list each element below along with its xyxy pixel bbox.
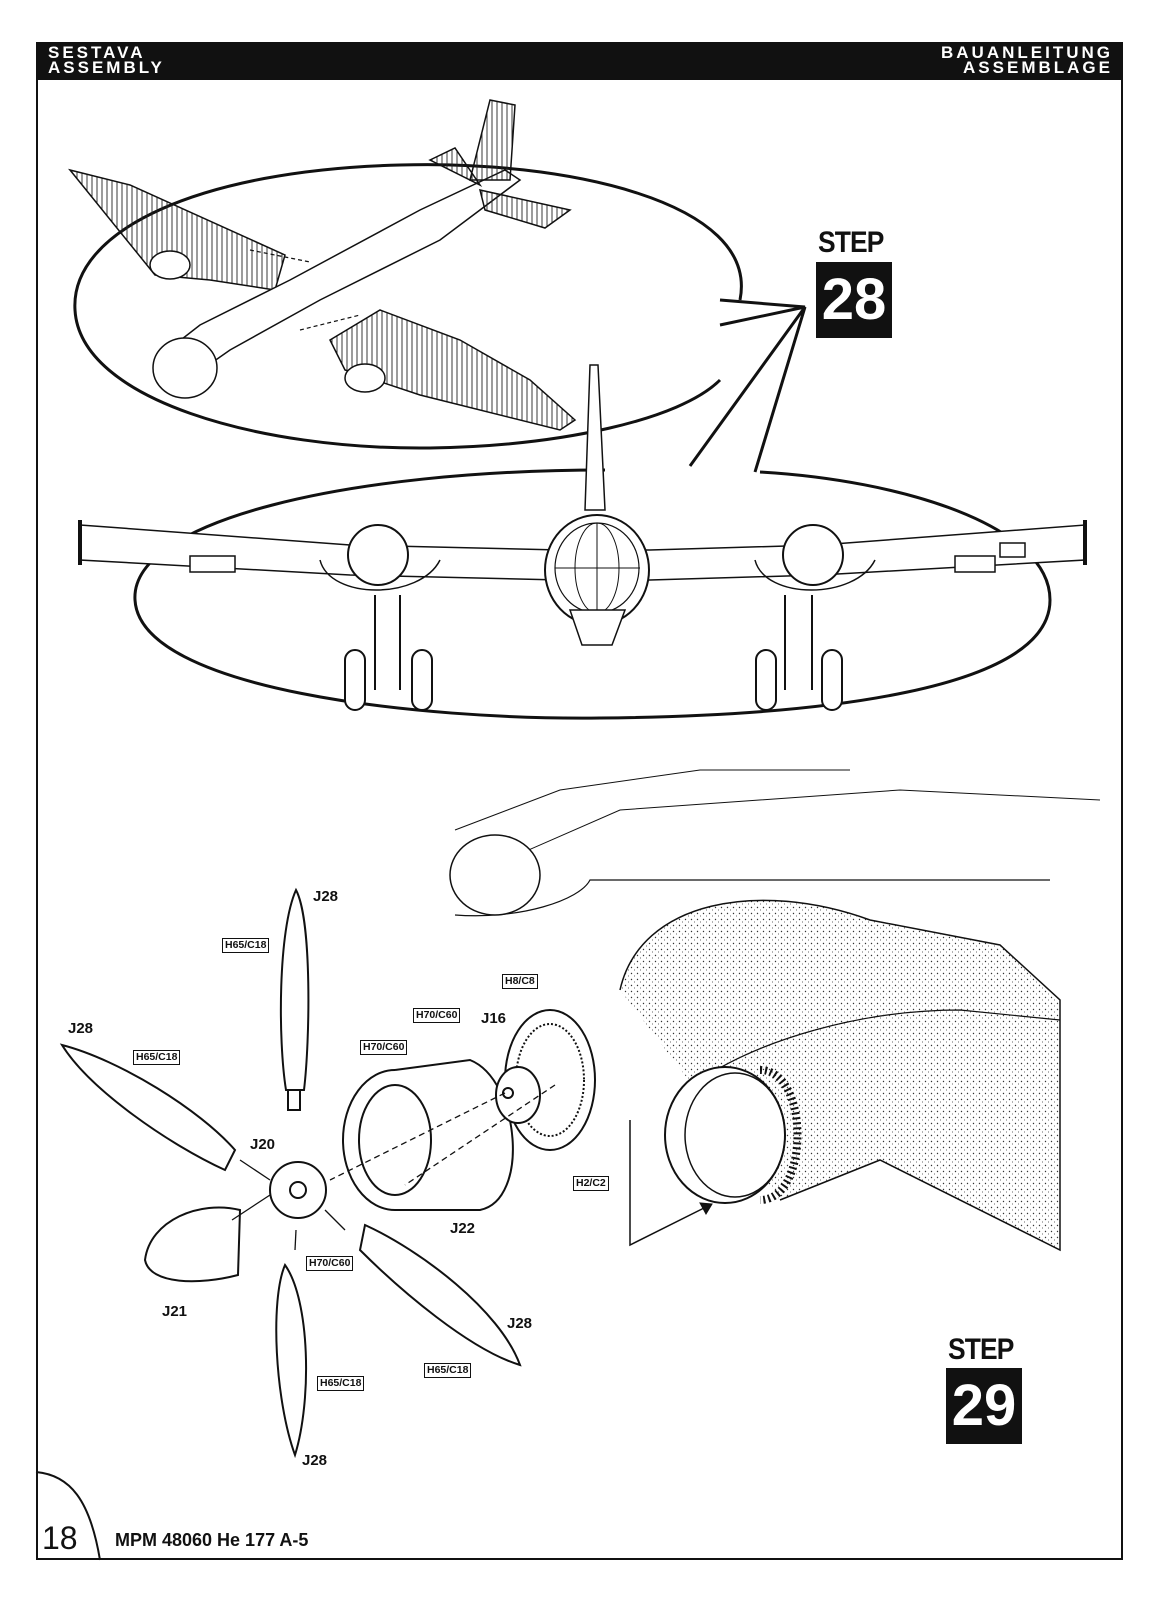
part-label-j16: J16 — [481, 1010, 507, 1027]
part-box-h70-spinner: H70/C60 — [306, 1256, 354, 1271]
header-right-line1: BAUANLEITUNG — [941, 43, 1113, 62]
header-left: SESTAVA ASSEMBLY — [48, 43, 165, 77]
header-left-line1: SESTAVA — [48, 43, 146, 62]
step29-propeller-parts — [59, 887, 596, 1459]
step29-wing-nacelle — [449, 769, 1101, 1252]
part-label-j28-top: J28 — [313, 888, 339, 905]
footer-title: MPM 48060 He 177 A-5 — [115, 1530, 309, 1550]
part-label-j28-bottom: J28 — [302, 1452, 328, 1469]
header-left-line2: ASSEMBLY — [48, 58, 165, 77]
part-label-j22: J22 — [450, 1220, 476, 1237]
step29-label: STEP — [948, 1333, 1014, 1366]
part-box-h70-cowl: H70/C60 — [360, 1040, 408, 1055]
part-box-h65-bottom: H65/C18 — [317, 1376, 365, 1391]
step28-exploded-view — [68, 99, 806, 450]
step28-number: 28 — [816, 262, 892, 338]
header-right: BAUANLEITUNG ASSEMBLAGE — [941, 43, 1113, 77]
page-number: 18 — [42, 1520, 78, 1556]
header-right-line2: ASSEMBLAGE — [963, 58, 1113, 77]
step28-front-view — [78, 306, 1087, 720]
part-box-h65-left: H65/C18 — [133, 1050, 181, 1065]
part-label-j28-right: J28 — [507, 1315, 533, 1332]
part-box-h70-j16: H70/C60 — [413, 1008, 461, 1023]
part-label-j28-left: J28 — [68, 1020, 94, 1037]
part-box-h65-top: H65/C18 — [222, 938, 270, 953]
part-box-h65-right: H65/C18 — [424, 1363, 472, 1378]
step29-number: 29 — [946, 1368, 1022, 1444]
part-label-j21: J21 — [162, 1303, 188, 1320]
part-box-h8: H8/C8 — [502, 974, 538, 989]
step28-label: STEP — [818, 226, 884, 259]
part-box-h2: H2/C2 — [573, 1176, 609, 1191]
header-bar: SESTAVA ASSEMBLY BAUANLEITUNG ASSEMBLAGE — [36, 42, 1123, 80]
part-label-j20: J20 — [250, 1136, 276, 1153]
